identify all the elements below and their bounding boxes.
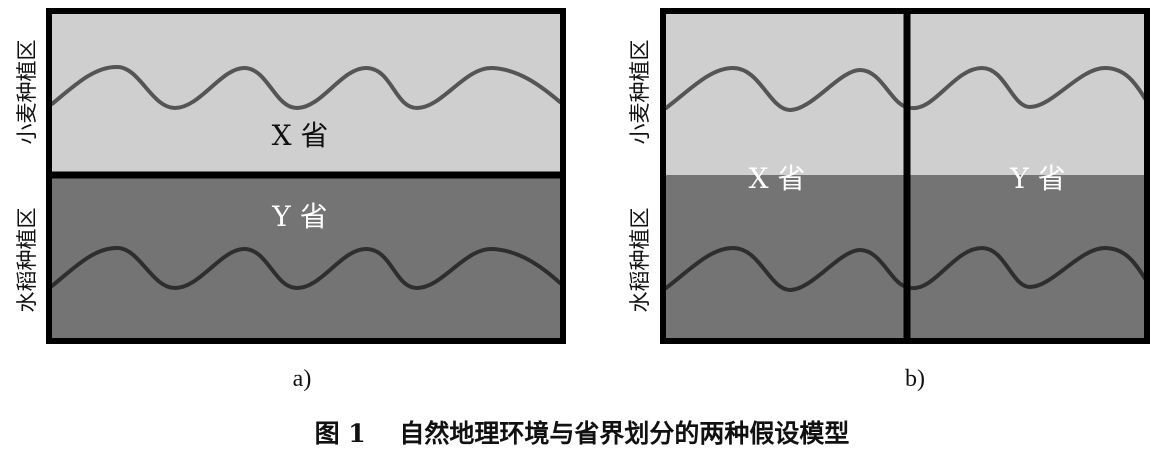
terrain-wave-top-y — [910, 65, 1148, 110]
terrain-wave-bottom-y — [910, 245, 1148, 290]
province-x-label: X 省 — [749, 162, 806, 195]
rice-zone-label: 水稻种植区 — [15, 208, 39, 313]
panel-b: X 省 Y 省 小麦种植区 水稻种植区 b) — [628, 8, 1150, 392]
panel-a-sublabel: a) — [293, 366, 312, 392]
province-y-label: Y 省 — [1009, 162, 1065, 195]
panel-b-sublabel: b) — [905, 366, 925, 392]
terrain-wave-bottom-x — [664, 245, 906, 293]
wheat-zone-label: 小麦种植区 — [15, 40, 39, 145]
wheat-zone-label: 小麦种植区 — [628, 40, 652, 145]
panel-a: X 省 Y 省 小麦种植区 水稻种植区 a) — [15, 8, 566, 392]
province-x-label: X 省 — [272, 119, 329, 152]
terrain-wave-top — [50, 64, 562, 111]
terrain-wave-top-x — [664, 65, 906, 113]
rice-zone-label: 水稻种植区 — [628, 208, 652, 313]
wheat-zone — [49, 11, 563, 175]
figure-caption: 图 1 自然地理环境与省界划分的两种假设模型 — [315, 419, 850, 448]
province-y-label: Y 省 — [271, 200, 327, 233]
terrain-wave-bottom — [50, 245, 562, 291]
